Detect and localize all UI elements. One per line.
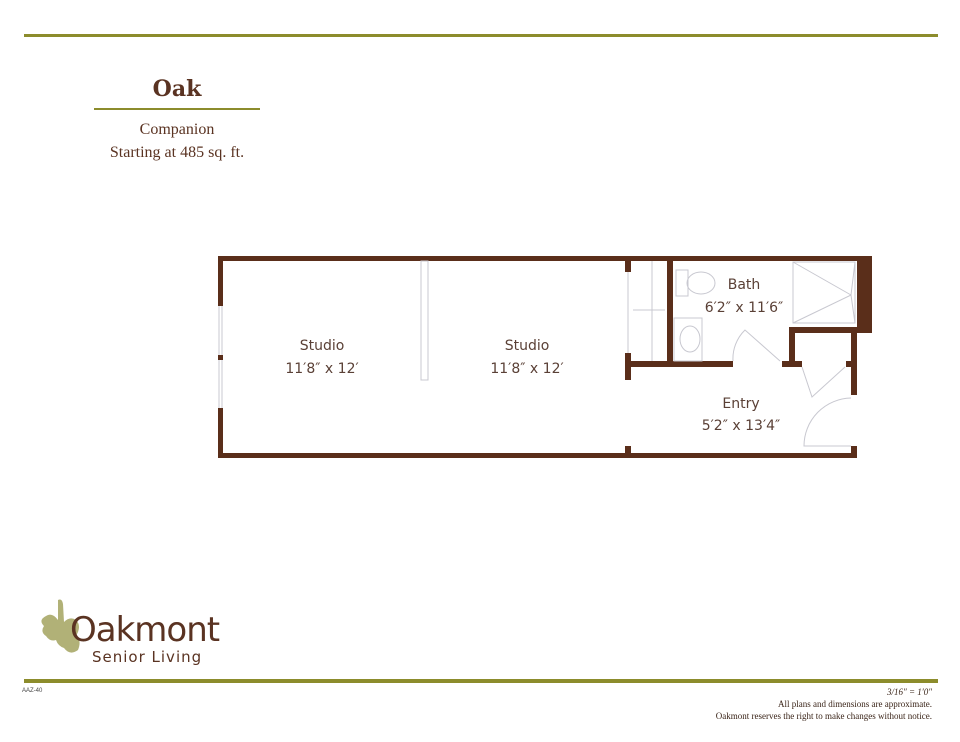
scale: 3/16″ = 1′0″ bbox=[886, 687, 932, 697]
wall-right-bottom bbox=[851, 446, 857, 458]
bath-door bbox=[732, 329, 781, 362]
wall-bottom bbox=[218, 453, 857, 458]
disclaimer-2: Oakmont reserves the right to make chang… bbox=[715, 711, 932, 721]
room-name: Studio bbox=[300, 338, 345, 354]
walls bbox=[218, 256, 872, 458]
closet-door bbox=[801, 366, 846, 398]
room-name: Studio bbox=[505, 338, 550, 354]
wall-left-mid bbox=[218, 355, 223, 360]
wall-top bbox=[218, 256, 872, 261]
wall-closet-top bbox=[789, 327, 872, 333]
toilet-bowl bbox=[686, 271, 716, 295]
bottom-rule bbox=[24, 679, 938, 683]
unit-type: Companion bbox=[139, 121, 215, 138]
entry-door bbox=[803, 397, 852, 447]
room-dims: 11′8″ x 12′ bbox=[285, 361, 358, 377]
wall-bath-left bbox=[667, 256, 673, 367]
wall-mid-bottom bbox=[625, 446, 631, 458]
plan-code: AAZ-40 bbox=[22, 688, 43, 694]
sink bbox=[679, 325, 701, 353]
room-dims: 5′2″ x 13′4″ bbox=[702, 418, 781, 434]
fixtures bbox=[218, 260, 856, 447]
room-dims: 11′8″ x 12′ bbox=[490, 361, 563, 377]
sink-counter bbox=[673, 317, 703, 362]
plan-title: Oak bbox=[152, 76, 202, 102]
room-name: Bath bbox=[728, 277, 761, 293]
logo-wordmark: Oakmont bbox=[70, 610, 220, 650]
disclaimer-1: All plans and dimensions are approximate… bbox=[778, 699, 932, 709]
oak-leaf-icon bbox=[41, 599, 80, 653]
room-name: Entry bbox=[722, 396, 759, 412]
wall-closet-left bbox=[789, 327, 795, 367]
unit-size: Starting at 485 sq. ft. bbox=[109, 144, 245, 161]
title-underline bbox=[94, 108, 260, 110]
footer-notes: 3/16″ = 1′0″ All plans and dimensions ar… bbox=[716, 686, 932, 722]
shower bbox=[792, 261, 856, 324]
wall-bath-right bbox=[857, 256, 872, 333]
wall-mid-top bbox=[625, 256, 631, 272]
room-labels: Studio 11′8″ x 12′ Studio 11′8″ x 12′ Ba… bbox=[285, 277, 783, 434]
top-rule bbox=[24, 34, 938, 37]
room-dims: 6′2″ x 11′6″ bbox=[705, 300, 784, 316]
wall-right-stub bbox=[846, 361, 857, 367]
logo-tagline: Senior Living bbox=[92, 648, 203, 666]
studio-divider bbox=[420, 260, 429, 381]
plan-subtitle: Companion Starting at 485 sq. ft. bbox=[70, 118, 284, 164]
toilet-tank bbox=[675, 269, 689, 297]
wall-left-upper bbox=[218, 256, 223, 306]
wall-bath-bottom bbox=[625, 361, 733, 367]
wall-left-lower bbox=[218, 408, 223, 458]
